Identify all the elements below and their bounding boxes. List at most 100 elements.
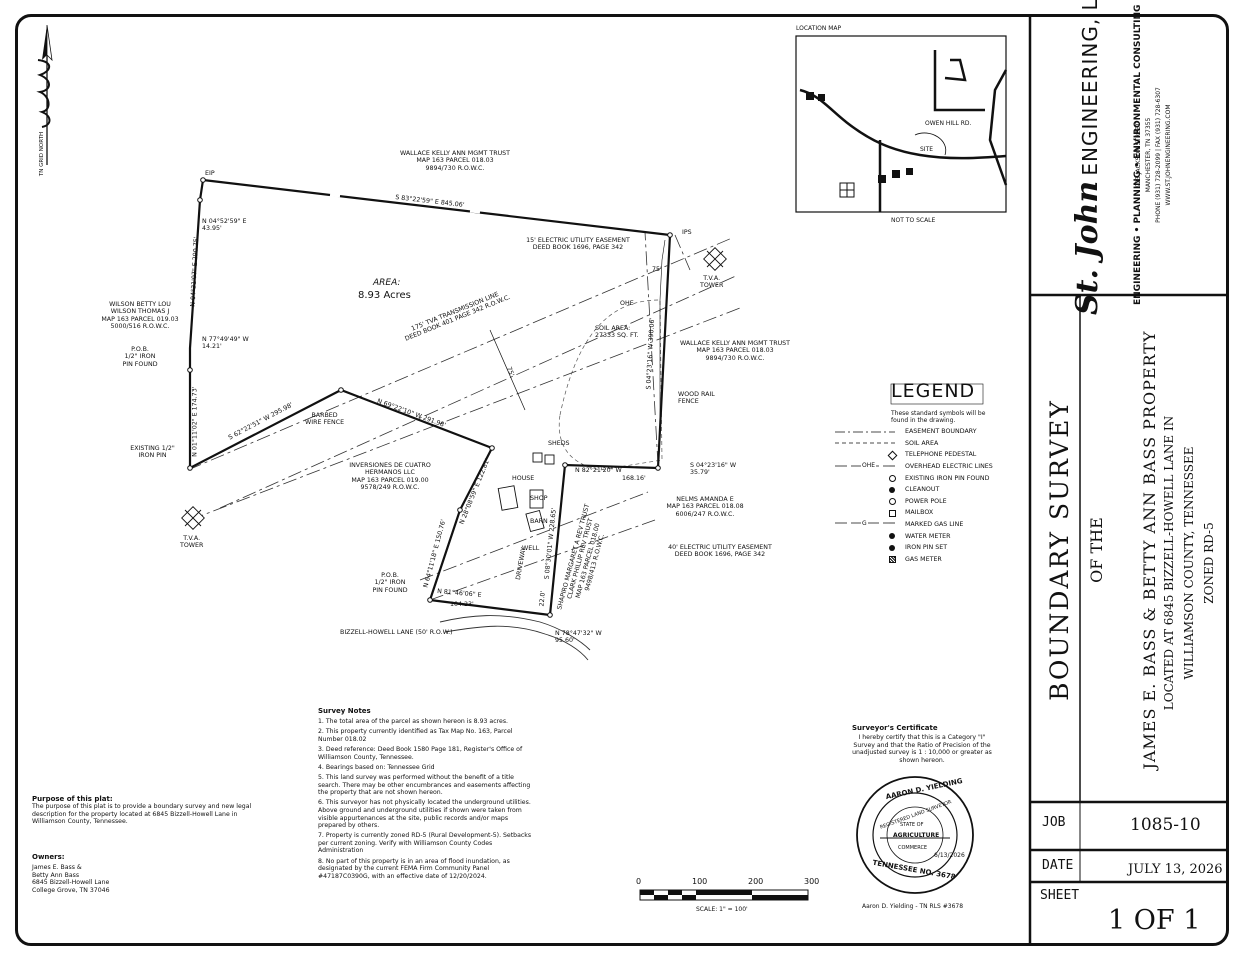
label-75-a: 75' bbox=[652, 266, 662, 273]
label-dist-168: 168.16' bbox=[622, 475, 646, 482]
scale-label: SCALE: 1" = 100' bbox=[696, 906, 748, 913]
job-value: 1085-10 bbox=[1130, 815, 1201, 835]
seal-state: STATE OF bbox=[900, 822, 924, 828]
seal-date: 6/13/2026 bbox=[934, 852, 965, 859]
legend-item-label: GAS METER bbox=[905, 555, 942, 563]
dash-long-icon bbox=[835, 428, 899, 436]
job-label: JOB bbox=[1042, 815, 1066, 830]
purpose-title: Purpose of this plat: bbox=[32, 795, 113, 803]
legend-list: EASEMENT BOUNDARY SOIL AREA TELEPHONE PEDE… bbox=[835, 426, 993, 565]
label-ips: IPS bbox=[682, 229, 692, 236]
survey-title: BOUNDARY SURVEY bbox=[1045, 399, 1074, 701]
legend-title: LEGEND bbox=[891, 380, 976, 402]
owners-title: Owners: bbox=[32, 853, 65, 861]
legend-item: SOIL AREA bbox=[835, 438, 993, 450]
owner-line: James E. Bass & bbox=[32, 864, 82, 871]
legend-item-label: TELEPHONE PEDESTAL bbox=[905, 451, 977, 459]
survey-note: 1. The total area of the parcel as shown… bbox=[318, 718, 509, 725]
legend-item: CLEANOUT bbox=[835, 484, 993, 496]
survey-note: 7. Property is currently zoned RD-5 (Rur… bbox=[318, 832, 532, 855]
survey-note: 8. No part of this property is in an are… bbox=[318, 857, 510, 880]
surveyor-seal bbox=[856, 776, 974, 894]
survey-of: OF THE bbox=[1087, 517, 1106, 583]
circle-filled-icon bbox=[835, 544, 899, 552]
company-address-1: 923 JACKSON STREET bbox=[1135, 122, 1142, 188]
surveyor-certificate: Surveyor's Certificate I hereby certify … bbox=[852, 724, 992, 764]
seal-inner-bottom: COMMERCE bbox=[898, 845, 928, 851]
label-north-owner: WALLACE KELLY ANN MGMT TRUST MAP 163 PAR… bbox=[399, 150, 511, 172]
legend-item: WATER METER bbox=[835, 530, 993, 542]
survey-note: 3. Deed reference: Deed Book 1580 Page 1… bbox=[318, 745, 523, 761]
survey-note: 2. This property currently identified as… bbox=[318, 728, 513, 743]
label-wood-fence: WOOD RAIL FENCE bbox=[678, 391, 715, 406]
circle-open-icon bbox=[835, 497, 899, 506]
location-map-road: OWEN HILL RD. bbox=[925, 120, 972, 127]
survey-notes: Survey Notes 1. The total area of the pa… bbox=[318, 707, 533, 883]
label-pob-north: P.O.B. 1/2" IRON PIN FOUND bbox=[122, 346, 158, 368]
label-dist-22: 22.0' bbox=[538, 590, 547, 607]
legend-item-label: CLEANOUT bbox=[905, 486, 940, 494]
scale-bar bbox=[639, 889, 809, 901]
sheet-border bbox=[15, 14, 1229, 946]
north-arrow-icon bbox=[36, 24, 53, 165]
legend-item: EASEMENT BOUNDARY bbox=[835, 426, 993, 438]
legend-item-label: EXISTING IRON PIN FOUND bbox=[905, 474, 990, 482]
scale-tick-label: 0 bbox=[636, 877, 642, 886]
owner-line: 6845 Bizzell-Howell Lane bbox=[32, 879, 110, 887]
circle-filled-icon bbox=[835, 486, 899, 494]
legend-item-label: POWER POLE bbox=[905, 497, 947, 505]
company-address-4: WWW.ST.JOHNENGINEERING.COM bbox=[1165, 104, 1172, 206]
survey-note: 4. Bearings based on: Tennessee Grid bbox=[318, 763, 435, 771]
label-bearing-west-lower: N 01°11'02" E 174.73' bbox=[191, 386, 199, 457]
legend-item: GAS METER bbox=[835, 554, 993, 566]
label-bearing-n7749: N 77°49'49" W 14.21' bbox=[202, 336, 249, 351]
scale-tick-label: 100 bbox=[692, 877, 708, 886]
location-line-3: ZONED RD-5 bbox=[1202, 522, 1216, 604]
label-easement-40: 40' ELECTRIC UTILITY EASEMENT DEED BOOK … bbox=[668, 544, 772, 559]
sheet-label: SHEET bbox=[1040, 888, 1080, 903]
label-well: WELL bbox=[522, 545, 540, 552]
date-label: DATE bbox=[1042, 858, 1074, 873]
legend-item-label: MAILBOX bbox=[905, 509, 934, 517]
company-logo-text: St. John bbox=[1070, 180, 1105, 315]
surveyor-signature: Aaron D. Yielding - TN RLS #3678 bbox=[862, 903, 964, 910]
label-dist-104: 104.23' bbox=[450, 601, 474, 608]
square-x-icon bbox=[835, 555, 899, 564]
label-eip: EIP bbox=[205, 170, 215, 177]
legend-item-label: EASEMENT BOUNDARY bbox=[905, 428, 977, 436]
survey-property: JAMES E. BASS & BETTY ANN BASS PROPERTY bbox=[1140, 330, 1159, 770]
location-line-2: WILLIAMSON COUNTY, TENNESSEE bbox=[1182, 446, 1196, 680]
legend-item-label: MARKED GAS LINE bbox=[905, 521, 964, 529]
scale-tick-label: 300 bbox=[804, 877, 820, 886]
label-bearing-n0452: N 04°52'59" E 43.95' bbox=[202, 218, 247, 233]
legend-tag: OHE bbox=[861, 461, 877, 469]
owner-line: Betty Ann Bass bbox=[32, 871, 80, 879]
circle-open-icon bbox=[835, 474, 899, 483]
location-map-site: SITE bbox=[920, 146, 934, 153]
legend-item: IRON PIN SET bbox=[835, 542, 993, 554]
label-tva-tower-sw: T.V.A. TOWER bbox=[180, 535, 204, 550]
north-arrow-label: TN GRID NORTH bbox=[39, 131, 45, 177]
legend-item: POWER POLE bbox=[835, 496, 993, 508]
legend-tag: G bbox=[861, 519, 868, 527]
label-pob-south: P.O.B. 1/2" IRON PIN FOUND bbox=[372, 572, 408, 594]
label-west-owner: WILSON BETTY LOU WILSON THOMAS J MAP 163… bbox=[101, 301, 179, 331]
survey-note: 5. This land survey was performed withou… bbox=[318, 773, 531, 797]
ohe-icon: OHE bbox=[835, 461, 899, 471]
legend-item-label: SOIL AREA bbox=[905, 439, 939, 447]
label-nelms: NELMS AMANDA E MAP 163 PARCEL 018.08 600… bbox=[666, 496, 744, 518]
area-value: 8.93 Acres bbox=[358, 290, 411, 301]
legend-item: MAILBOX bbox=[835, 507, 993, 519]
company-address-3: PHONE (931) 728-2099 | FAX (931) 728-630… bbox=[1155, 87, 1162, 223]
circle-filled-icon bbox=[835, 532, 899, 540]
tva-tower-icon bbox=[181, 247, 727, 530]
dash-short-icon bbox=[835, 439, 899, 447]
label-ohe: OHE bbox=[620, 300, 634, 307]
sheet-value: 1 OF 1 bbox=[1108, 905, 1201, 936]
label-bearing-n8221: N 82°21'20" W bbox=[575, 467, 622, 474]
label-soil-area: SOIL AREA: 27333 SQ. FT. bbox=[595, 325, 639, 340]
label-easement-15: 15' ELECTRIC UTILITY EASEMENT DEED BOOK … bbox=[526, 237, 630, 252]
